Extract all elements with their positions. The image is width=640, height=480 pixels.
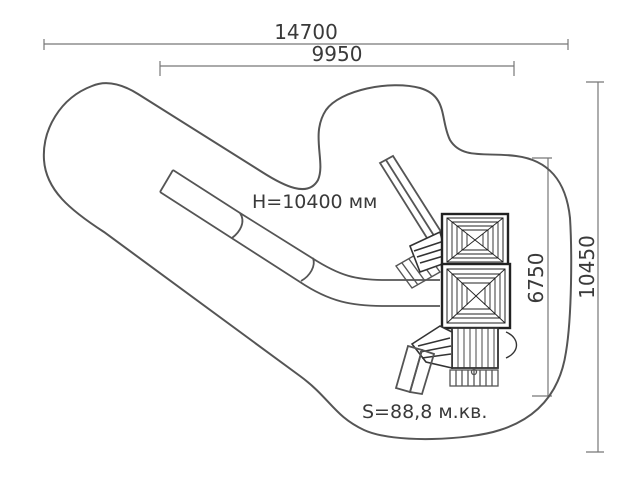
ladder-bottom (449, 368, 499, 387)
lower-deck (451, 327, 518, 369)
lower-side-platform (410, 325, 453, 370)
dimension-height-total-label: 10450 (575, 235, 599, 299)
tube-slide (159, 169, 440, 307)
height-annotation: H=10400 мм (252, 191, 377, 213)
tower-roof-top (440, 212, 510, 268)
safety-zone-outline (42, 82, 573, 440)
dimension-height-inner-label: 6750 (524, 253, 548, 304)
dimension-width-total-label: 14700 (274, 20, 338, 44)
dimension-width-inner (159, 61, 515, 76)
area-annotation: S=88,8 м.кв. (362, 401, 487, 423)
dimension-width-total (43, 39, 569, 50)
dimension-width-inner-label: 9950 (312, 42, 363, 66)
tower-roof-main (440, 262, 512, 330)
straight-slide-bottom (394, 344, 436, 396)
straight-slide-top (378, 154, 447, 248)
dimension-height-total (586, 81, 604, 453)
